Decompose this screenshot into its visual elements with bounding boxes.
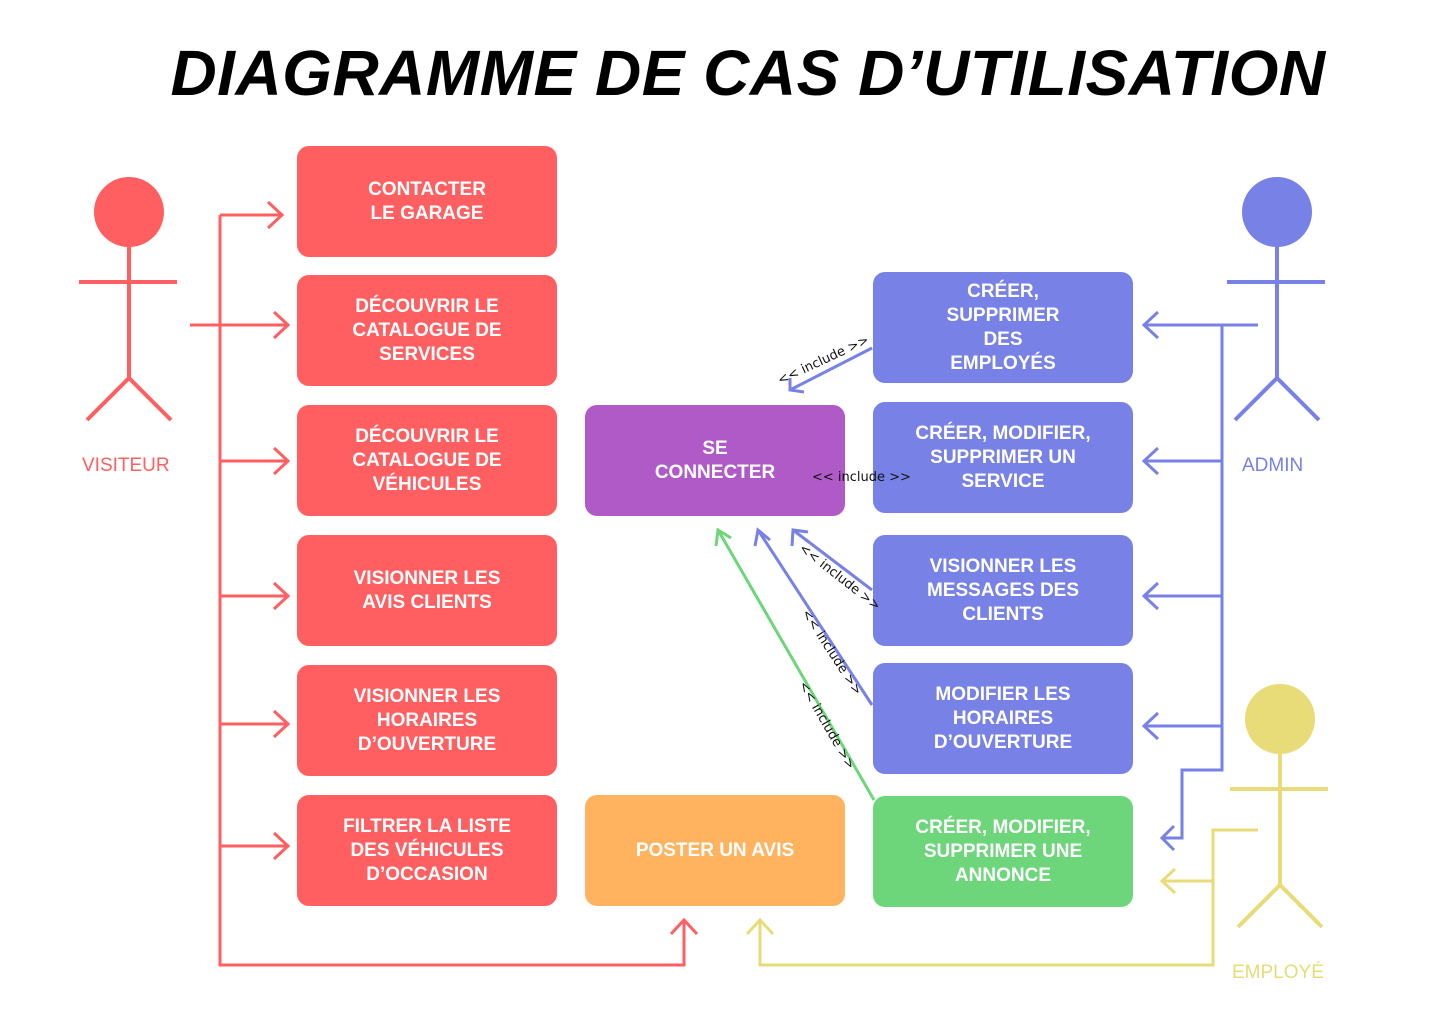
admin-head xyxy=(1242,177,1312,247)
arrow-service xyxy=(1141,446,1160,476)
arrow-employes xyxy=(1141,310,1160,340)
arrow-horaires xyxy=(272,709,291,739)
employe-legs xyxy=(1236,883,1324,929)
arrow-avis-clients xyxy=(272,581,291,611)
diagram-title: DIAGRAMME DE CAS D’UTILISATION xyxy=(170,37,1326,109)
arrow-poster-avis xyxy=(669,917,699,936)
employe-head xyxy=(1245,684,1315,754)
arrow-messages xyxy=(1141,581,1160,611)
include-annonce-line xyxy=(716,529,876,801)
use-case-gerer-service: CRÉER, MODIFIER, SUPPRIMER UN SERVICE xyxy=(873,402,1133,513)
use-case-modifier-horaires: MODIFIER LES HORAIRES D’OUVERTURE xyxy=(873,663,1133,774)
include-messages-line xyxy=(792,528,873,592)
use-case-catalogue-services: DÉCOUVRIR LE CATALOGUE DE SERVICES xyxy=(297,275,557,386)
arrow-contacter xyxy=(266,200,285,230)
employe-bus-line xyxy=(758,828,1258,967)
arrow-employe-poster-avis xyxy=(745,917,775,936)
include-label-service: << include >> xyxy=(812,470,911,485)
arrow-admin-annonce xyxy=(1159,824,1176,852)
annonce-include xyxy=(714,527,876,801)
arrow-employe-annonce xyxy=(1159,867,1177,895)
include-employes-line xyxy=(789,346,873,392)
arrow-modifier-horaires xyxy=(1141,711,1160,741)
visiteur-connectors xyxy=(190,200,699,967)
employe-label: EMPLOYÉ xyxy=(1232,962,1324,983)
use-case-se-connecter: SE CONNECTER xyxy=(585,405,845,516)
arrow-vehicules xyxy=(272,446,291,476)
arrow-services xyxy=(272,310,291,340)
include-employes-arrow xyxy=(788,378,805,394)
use-case-gerer-employes: CRÉER, SUPPRIMER DES EMPLOYÉS xyxy=(873,272,1133,383)
use-case-messages-clients: VISIONNER LES MESSAGES DES CLIENTS xyxy=(873,535,1133,646)
admin-connectors xyxy=(753,310,1258,852)
admin-bus-line xyxy=(1162,325,1224,840)
use-case-contacter-garage: CONTACTER LE GARAGE xyxy=(297,146,557,257)
include-horaires-line xyxy=(756,529,874,706)
visiteur-bus-line xyxy=(218,215,686,967)
employe-connectors xyxy=(745,828,1258,967)
use-case-horaires: VISIONNER LES HORAIRES D’OUVERTURE xyxy=(297,665,557,776)
use-case-filtrer-vehicules: FILTRER LA LISTE DES VÉHICULES D’OCCASIO… xyxy=(297,795,557,906)
visiteur-actor-figure xyxy=(79,177,177,422)
employe-actor-figure xyxy=(1230,684,1328,929)
include-messages-arrow xyxy=(790,528,809,547)
visiteur-head xyxy=(94,177,164,247)
admin-actor-figure xyxy=(1227,177,1325,422)
use-case-gerer-annonce: CRÉER, MODIFIER, SUPPRIMER UNE ANNONCE xyxy=(873,796,1133,907)
use-case-catalogue-vehicules: DÉCOUVRIR LE CATALOGUE DE VÉHICULES xyxy=(297,405,557,516)
include-annonce-arrow xyxy=(714,527,732,547)
admin-legs xyxy=(1233,376,1321,422)
admin-label: ADMIN xyxy=(1242,455,1304,476)
visiteur-label: VISITEUR xyxy=(82,455,170,476)
visiteur-legs xyxy=(85,376,173,422)
use-case-avis-clients: VISIONNER LES AVIS CLIENTS xyxy=(297,535,557,646)
include-horaires-arrow xyxy=(753,527,771,547)
use-case-poster-avis: POSTER UN AVIS xyxy=(585,795,845,906)
arrow-filtrer xyxy=(272,831,291,861)
